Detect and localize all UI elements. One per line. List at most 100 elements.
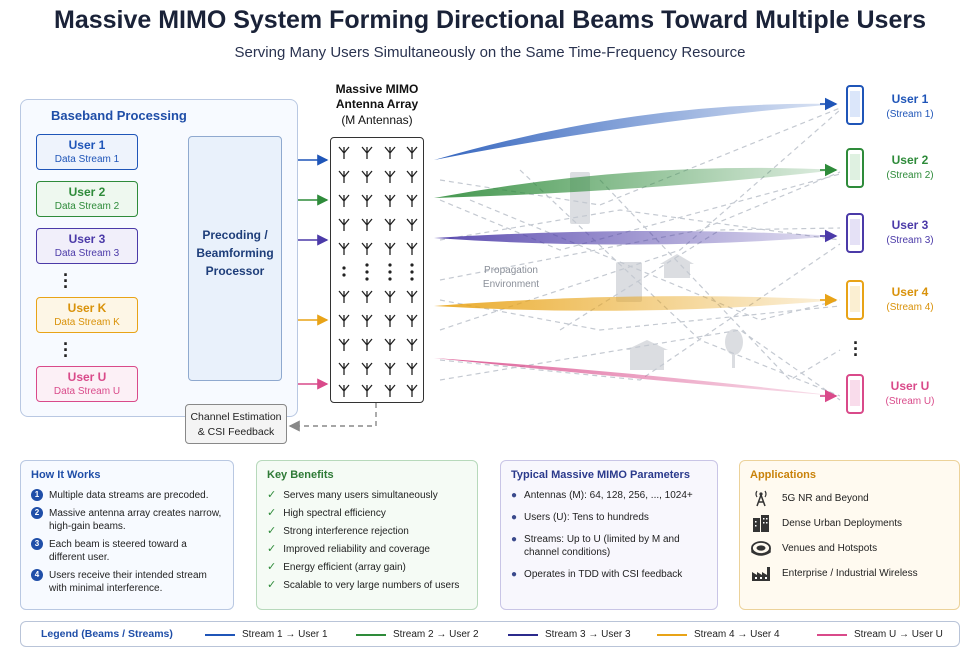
- antenna-element-icon: [384, 170, 395, 183]
- list-item: ✓Scalable to very large numbers of users: [267, 579, 467, 592]
- antenna-element-icon: [338, 146, 349, 159]
- legend-line: [817, 633, 847, 636]
- check-icon: ✓: [267, 489, 277, 501]
- legend: Legend (Beams / Streams) Stream 1 → User…: [20, 621, 960, 647]
- environment-graphics: [570, 172, 743, 370]
- antenna-element-icon: [406, 384, 417, 397]
- legend-line: [356, 633, 386, 636]
- antenna-element-icon: [384, 314, 395, 327]
- propagation-label-line: Propagation: [484, 265, 538, 276]
- list-item: ✓Strong interference rejection: [267, 525, 467, 538]
- csi-label-line: & CSI Feedback: [197, 426, 275, 438]
- application-text: Venues and Hotspots: [782, 542, 878, 554]
- panel-title: Applications: [750, 469, 817, 481]
- check-icon: ✓: [267, 525, 277, 537]
- antenna-element-icon: [361, 384, 372, 397]
- step-text: Each beam is steered toward a different …: [49, 539, 187, 563]
- beam-user-u: [434, 358, 838, 396]
- panel-title: How It Works: [31, 469, 101, 481]
- legend-label: Stream U → User U: [854, 629, 943, 640]
- ellipsis-dot: [409, 269, 414, 274]
- array-title: Massive MIMO Antenna Array: [318, 82, 436, 112]
- receiver-stream: (Stream 1): [886, 109, 934, 120]
- bullet-icon: ●: [511, 512, 518, 523]
- list-item: 1 Multiple data streams are precoded.: [31, 489, 223, 502]
- step-text: Multiple data streams are precoded.: [49, 490, 209, 501]
- application-text: 5G NR and Beyond: [782, 492, 869, 504]
- check-icon: ✓: [267, 561, 277, 573]
- antenna-element-icon: [384, 218, 395, 231]
- csi-feedback-box: Channel Estimation & CSI Feedback: [185, 404, 287, 444]
- beam-user-3: [434, 230, 838, 245]
- bullet-icon: ●: [511, 534, 518, 545]
- precoder-label-line: Beamforming: [196, 246, 274, 260]
- list-item: ✓ Energy efficient (array gain): [267, 561, 467, 574]
- antenna-element-icon: [361, 194, 372, 207]
- city-buildings-icon: [753, 515, 769, 532]
- list-item: 5G NR and Beyond: [750, 489, 949, 507]
- user-2-stream-box: User 2 Data Stream 2: [36, 181, 138, 217]
- list-item: ✓High spectral efficiency: [267, 507, 467, 520]
- legend-item-stream-4: Stream 4 → User 4: [657, 629, 780, 640]
- precoder-label-line: Processor: [205, 264, 265, 278]
- antenna-element-icon: [361, 218, 372, 231]
- csi-feedback-path: [288, 403, 377, 432]
- ellipsis-dot: [341, 265, 346, 270]
- receiver-user-3: User 3 (Stream 3): [870, 218, 950, 246]
- ellipsis-dots: ···: [853, 333, 859, 365]
- page-title: Massive MIMO System Forming Directional …: [54, 6, 926, 34]
- receiver-user-2: User 2 (Stream 2): [870, 153, 950, 181]
- user-name: User 1: [68, 138, 106, 152]
- receiver-name: User 2: [891, 153, 929, 167]
- panel-title: Key Benefits: [267, 469, 334, 481]
- list-item: Venues and Hotspots: [750, 539, 949, 557]
- precoder-label: Precoding / Beamforming Processor: [188, 226, 282, 280]
- antenna-element-icon: [361, 362, 372, 375]
- building-icon: [616, 262, 642, 302]
- steps-list: 1 Multiple data streams are precoded. 2 Ma…: [31, 489, 223, 595]
- benefit-text: Energy efficient (array gain): [283, 562, 406, 573]
- user-name: User U: [67, 370, 107, 384]
- antenna-element-icon: [406, 338, 417, 351]
- legend-title: Legend (Beams / Streams): [41, 628, 173, 640]
- benefits-list: ✓Serves many users simultaneously ✓High …: [267, 489, 467, 592]
- antenna-element-icon: [338, 362, 349, 375]
- tree-icon: [725, 329, 743, 355]
- step-text: Massive antenna array creates narrow, hi…: [49, 508, 222, 532]
- ellipsis-dot: [364, 269, 369, 274]
- receiver-user-u: User U (Stream U): [870, 379, 950, 407]
- step-number-icon: 1: [31, 489, 43, 501]
- ellipsis-dot: [341, 272, 346, 277]
- antenna-array: [330, 137, 424, 403]
- ellipsis-dot: [387, 269, 392, 274]
- ellipsis-dot: [387, 262, 392, 267]
- application-text: Dense Urban Deployments: [782, 517, 903, 529]
- antenna-element-icon: [361, 314, 372, 327]
- parameters-list: ●Antennas (M): 64, 128, 256, ..., 1024+ …: [511, 489, 707, 581]
- ellipsis-dot: [364, 262, 369, 267]
- step-number-icon: 3: [31, 538, 43, 550]
- parameter-text: Operates in TDD with CSI feedback: [524, 569, 683, 580]
- array-subtitle: (M Antennas): [341, 113, 413, 127]
- parameters-panel: Typical Massive MIMO Parameters ●Antenna…: [500, 460, 718, 610]
- list-item: ●Users (U): Tens to hundreds: [511, 511, 707, 524]
- benefit-text: Improved reliability and coverage: [283, 544, 430, 555]
- user-1-stream-box: User 1 Data Stream 1: [36, 134, 138, 170]
- antenna-element-icon: [361, 242, 372, 255]
- factory-icon: [752, 567, 770, 581]
- antenna-element-icon: [384, 242, 395, 255]
- step-number-icon: 2: [31, 507, 43, 519]
- antenna-element-icon: [361, 338, 372, 351]
- antenna-element-icon: [406, 170, 417, 183]
- user-u-stream-box: User U Data Stream U: [36, 366, 138, 402]
- bullet-icon: ●: [511, 569, 518, 580]
- list-item: ●Antennas (M): 64, 128, 256, ..., 1024+: [511, 489, 707, 502]
- antenna-element-icon: [406, 314, 417, 327]
- step-text: Users receive their intended stream with…: [49, 570, 207, 594]
- smartphone-icon: [846, 85, 864, 125]
- antenna-element-icon: [361, 146, 372, 159]
- precoder-label-line: Precoding /: [202, 228, 268, 242]
- page-subtitle: Serving Many Users Simultaneously on the…: [234, 44, 746, 61]
